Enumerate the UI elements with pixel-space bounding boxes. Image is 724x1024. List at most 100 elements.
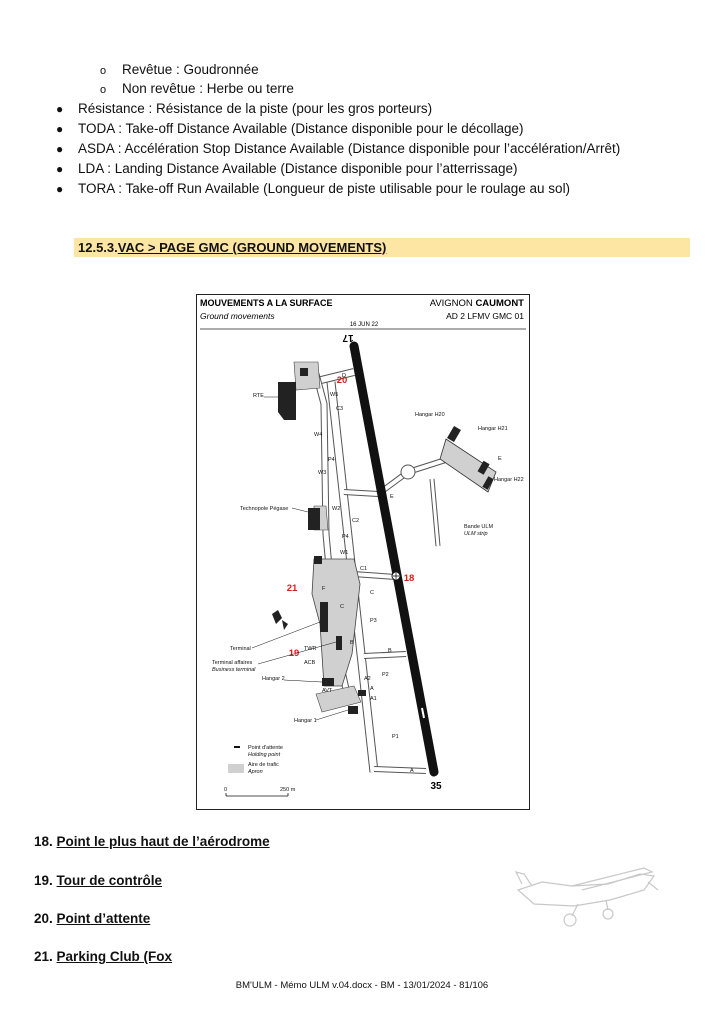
- page-footer: BM'ULM - Mémo ULM v.04.docx - BM - 13/01…: [235, 980, 489, 991]
- runway-17-label: 17: [342, 332, 354, 343]
- runway-17-35: [349, 341, 439, 777]
- label-stand-e: E: [498, 456, 502, 462]
- label-bande-ulm: Bande ULM: [464, 524, 493, 530]
- label-ulm-strip: ULM strip: [464, 531, 488, 537]
- label-p2: P2: [382, 672, 389, 678]
- technopole-building: [308, 508, 320, 530]
- label-rte: RTE: [253, 393, 264, 399]
- svg-text:0: 0: [224, 787, 227, 793]
- label-c1: C1: [360, 566, 367, 572]
- bullet-icon: ●: [56, 122, 64, 136]
- terminal-building: [320, 602, 328, 632]
- map-subtitle: Ground movements: [200, 311, 275, 321]
- section-number: 12.5.3.: [78, 240, 118, 255]
- label-technopole: Technopole Pégase: [240, 506, 288, 512]
- label-w1: W1: [340, 550, 348, 556]
- item-label: Tour de contrôle: [56, 873, 163, 888]
- label-twr: TWR: [304, 646, 317, 652]
- bullet-text: Résistance : Résistance de la piste (pou…: [78, 101, 433, 116]
- marker-20: 20: [337, 375, 348, 386]
- sub-item-text: Non revêtue : Herbe ou terre: [122, 81, 294, 96]
- sub-item-text: Revêtue : Goudronnée: [122, 62, 259, 77]
- label-e: E: [390, 494, 394, 500]
- label-acb: ACB: [304, 660, 316, 666]
- marker-21: 21: [287, 583, 298, 594]
- label-a1: A1: [370, 696, 377, 702]
- sub-list-item: o Non revêtue : Herbe ou terre: [100, 81, 294, 96]
- label-avt: AVT: [322, 688, 333, 694]
- label-stand-a: A: [370, 686, 374, 692]
- svg-text:250 m: 250 m: [280, 787, 296, 793]
- bullet-item: ● Résistance : Résistance de la piste (po…: [56, 101, 432, 116]
- sub-list-item: o Revêtue : Goudronnée: [100, 62, 259, 77]
- item-number: 18.: [34, 834, 53, 849]
- bullet-icon: ●: [56, 182, 64, 196]
- label-w4: W4: [314, 432, 322, 438]
- svg-text:Point d'attente: Point d'attente: [248, 745, 283, 751]
- map-title: MOUVEMENTS A LA SURFACE: [200, 298, 333, 308]
- label-stand-b: B: [350, 640, 354, 646]
- bullet-text: ASDA : Accélération Stop Distance Availa…: [78, 141, 621, 156]
- map-legend: Point d'attente Holding point Aire de tr…: [224, 745, 296, 797]
- item-label: Point d’attente: [56, 911, 151, 926]
- label-b: B: [388, 648, 392, 654]
- runway-35-label: 35: [430, 781, 442, 792]
- airplane-watermark-icon: [514, 867, 659, 927]
- bullet-item: ● LDA : Landing Distance Available (Dista…: [56, 161, 518, 176]
- label-hangar-1: Hangar 1: [294, 718, 317, 724]
- circle-bullet-icon: o: [100, 65, 107, 77]
- label-business-terminal: Business terminal: [212, 667, 256, 673]
- bullet-text: TORA : Take-off Run Available (Longueur …: [78, 181, 571, 196]
- bullet-icon: ●: [56, 162, 64, 176]
- numbered-item: 19. Tour de contrôle: [34, 873, 162, 888]
- label-w2: W2: [332, 506, 340, 512]
- item-label: Point le plus haut de l’aérodrome: [56, 834, 270, 849]
- numbered-item: 20. Point d’attente: [34, 911, 150, 926]
- label-p4: P4: [328, 457, 335, 463]
- section-heading: 12.5.3.VAC > PAGE GMC (GROUND MOVEMENTS): [74, 238, 690, 257]
- label-p3: P3: [370, 618, 377, 624]
- label-c3: C3: [336, 406, 343, 412]
- svg-text:Apron: Apron: [247, 769, 263, 775]
- numbered-item: 21. Parking Club (Fox: [34, 949, 172, 964]
- rte-building: [278, 382, 296, 420]
- label-c2: C2: [352, 518, 359, 524]
- hangar-apron: [439, 438, 497, 493]
- item-label: Parking Club (Fox: [56, 949, 173, 964]
- label-stand-f: F: [322, 586, 326, 592]
- bullet-text: TODA : Take-off Distance Available (Dist…: [78, 121, 524, 136]
- bullet-item: ● TODA : Take-off Distance Available (Dis…: [56, 121, 524, 136]
- label-d: D: [342, 373, 346, 379]
- label-terminal-affaires: Terminal affaires: [212, 660, 252, 666]
- label-a2: A2: [364, 676, 371, 682]
- svg-text:Holding point: Holding point: [248, 752, 281, 758]
- label-p1: P1: [392, 734, 399, 740]
- label-c: C: [370, 590, 374, 596]
- label-stand-c: C: [340, 604, 344, 610]
- map-date: 16 JUN 22: [350, 322, 379, 328]
- label-w3: W3: [318, 470, 326, 476]
- map-airport: AVIGNON CAUMONT: [430, 298, 524, 309]
- section-title: VAC > PAGE GMC (GROUND MOVEMENTS): [117, 240, 387, 255]
- svg-text:Aire de trafic: Aire de trafic: [248, 762, 279, 768]
- bullet-item: ●ASDA : Accélération Stop Distance Avail…: [56, 141, 620, 156]
- label-p4-lower: P4: [342, 534, 349, 540]
- airport-ground-movements-map: MOUVEMENTS A LA SURFACE Ground movements…: [196, 294, 530, 810]
- label-hangar-h20: Hangar H20: [415, 412, 445, 418]
- bullet-item: ● TORA : Take-off Run Available (Longueur…: [56, 181, 570, 196]
- item-number: 20.: [34, 911, 53, 926]
- label-terminal: Terminal: [230, 646, 251, 652]
- label-hangar-h22: Hangar H22: [494, 477, 524, 483]
- circle-bullet-icon: o: [100, 84, 107, 96]
- bullet-text: LDA : Landing Distance Available (Distan…: [78, 161, 518, 176]
- label-hangar-h21: Hangar H21: [478, 426, 508, 432]
- bullet-icon: ●: [56, 102, 64, 116]
- item-number: 21.: [34, 949, 53, 964]
- label-w5: W5: [330, 392, 338, 398]
- marker-19: 19: [289, 648, 300, 659]
- marker-18: 18: [404, 573, 415, 584]
- label-hangar-2: Hangar 2: [262, 676, 285, 682]
- label-a: A: [410, 768, 414, 774]
- map-code: AD 2 LFMV GMC 01: [446, 311, 524, 321]
- main-apron: [311, 558, 361, 687]
